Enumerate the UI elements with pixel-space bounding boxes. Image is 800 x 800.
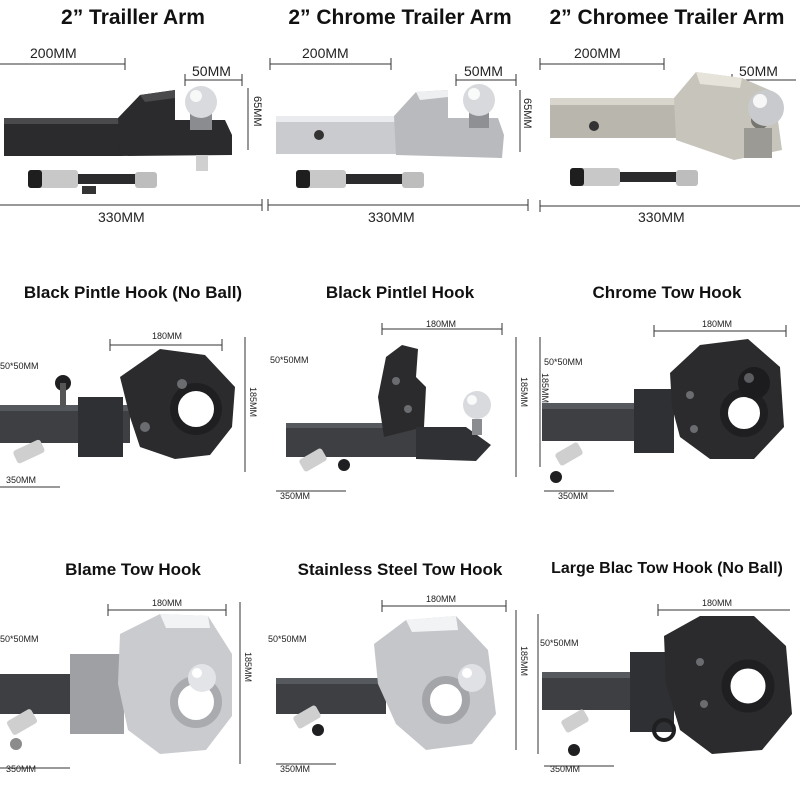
product-card: Large Blac Tow Hook (No Ball) 180MM 50*5… (534, 554, 800, 800)
product-card: 2” Chromee Trailer Arm 200MM 50MM 330MM (534, 0, 800, 266)
height-dimension-label: 185MM (243, 652, 253, 682)
length-dimension-label: 350MM (558, 491, 588, 501)
side-dimension-label: 50*50MM (540, 638, 579, 648)
product-title: Chrome Tow Hook (592, 283, 742, 302)
side-dimension-label: 50*50MM (0, 361, 39, 371)
width-dimension-label: 180MM (426, 319, 456, 329)
product-title: Stainless Steel Tow Hook (297, 560, 503, 579)
length-dimension-label: 350MM (550, 764, 580, 774)
trailer-arm-image: 200MM 50MM 330MM (539, 45, 800, 225)
side-dimension-label: 50*50MM (268, 634, 307, 644)
width-dimension-label: 180MM (426, 594, 456, 604)
length-dimension-label: 330MM (98, 209, 145, 225)
height-dimension-label: 185MM (519, 377, 529, 407)
length-dimension-label: 350MM (280, 491, 310, 501)
pintle-hook-image: 180MM 50*50MM 185MM 350MM (270, 319, 529, 501)
product-title: Large Blac Tow Hook (No Ball) (551, 560, 783, 577)
length-dimension-label: 350MM (6, 764, 36, 774)
height-dimension-label: 185MM (519, 646, 529, 676)
length-dimension-label: 350MM (6, 475, 36, 485)
product-card: Black Pintlel Hook 180MM 50*50MM 185MM 3… (266, 277, 534, 543)
length-dimension-label: 350MM (280, 764, 310, 774)
pintle-hook-image: 180MM 50*50MM 185MM 350MM (0, 331, 258, 488)
trailer-arm-image: 200MM 50MM 65MM 330MM (267, 45, 533, 225)
product-title: 2” Chrome Trailer Arm (288, 6, 512, 29)
width-dimension-label: 180MM (152, 331, 182, 341)
width-dimension-label: 180MM (702, 319, 732, 329)
svg-text:65MM: 65MM (251, 96, 263, 127)
height-dimension-label: 65MM (521, 98, 533, 129)
length-dimension-label: 330MM (638, 209, 685, 225)
side-dimension-label: 50*50MM (544, 357, 583, 367)
product-title: 2” Trailler Arm (61, 6, 205, 29)
tow-hook-image: 180MM 50*50MM 185MM 350MM (0, 598, 253, 774)
tow-hook-image: 180MM 50*50MM 350MM (537, 598, 792, 774)
side-dimension-label: 50MM (192, 63, 231, 79)
width-dimension-label: 180MM (152, 598, 182, 608)
product-title: Black Pintlel Hook (325, 283, 475, 302)
height-dimension-label: 185MM (248, 387, 258, 417)
length-dimension-label: 330MM (368, 209, 415, 225)
product-title: 2” Chromee Trailer Arm (549, 6, 785, 29)
product-card: Stainless Steel Tow Hook 180MM 50*50MM 1… (266, 554, 534, 800)
width-dimension-label: 200MM (574, 45, 621, 61)
product-title: Black Pintle Hook (No Ball) (23, 283, 243, 302)
product-card: 2” Chrome Trailer Arm 200MM 50MM 65MM 33… (266, 0, 534, 266)
product-card: 2” Trailler Arm 200MM 50MM 65MM 330MM (0, 0, 266, 266)
side-dimension-label: 50*50MM (270, 355, 309, 365)
side-dimension-label: 50*50MM (0, 634, 39, 644)
product-title: Blame Tow Hook (65, 560, 201, 579)
height-dimension-label: 185MM (540, 373, 550, 403)
product-card: Blame Tow Hook 180MM 50*50MM 185MM 350MM (0, 554, 266, 800)
product-card: Chrome Tow Hook 180MM 50*50MM 185MM 350M… (534, 277, 800, 543)
product-card: Black Pintle Hook (No Ball) 180MM 50*50M… (0, 277, 266, 543)
side-dimension-label: 50MM (739, 63, 778, 79)
tow-hook-image: 180MM 50*50MM 185MM 350MM (268, 594, 529, 774)
tow-hook-image: 180MM 50*50MM 185MM 350MM (539, 319, 787, 501)
width-dimension-label: 200MM (30, 45, 77, 61)
width-dimension-label: 180MM (702, 598, 732, 608)
width-dimension-label: 200MM (302, 45, 349, 61)
side-dimension-label: 50MM (464, 63, 503, 79)
trailer-arm-image: 200MM 50MM 65MM 330MM (0, 45, 263, 225)
